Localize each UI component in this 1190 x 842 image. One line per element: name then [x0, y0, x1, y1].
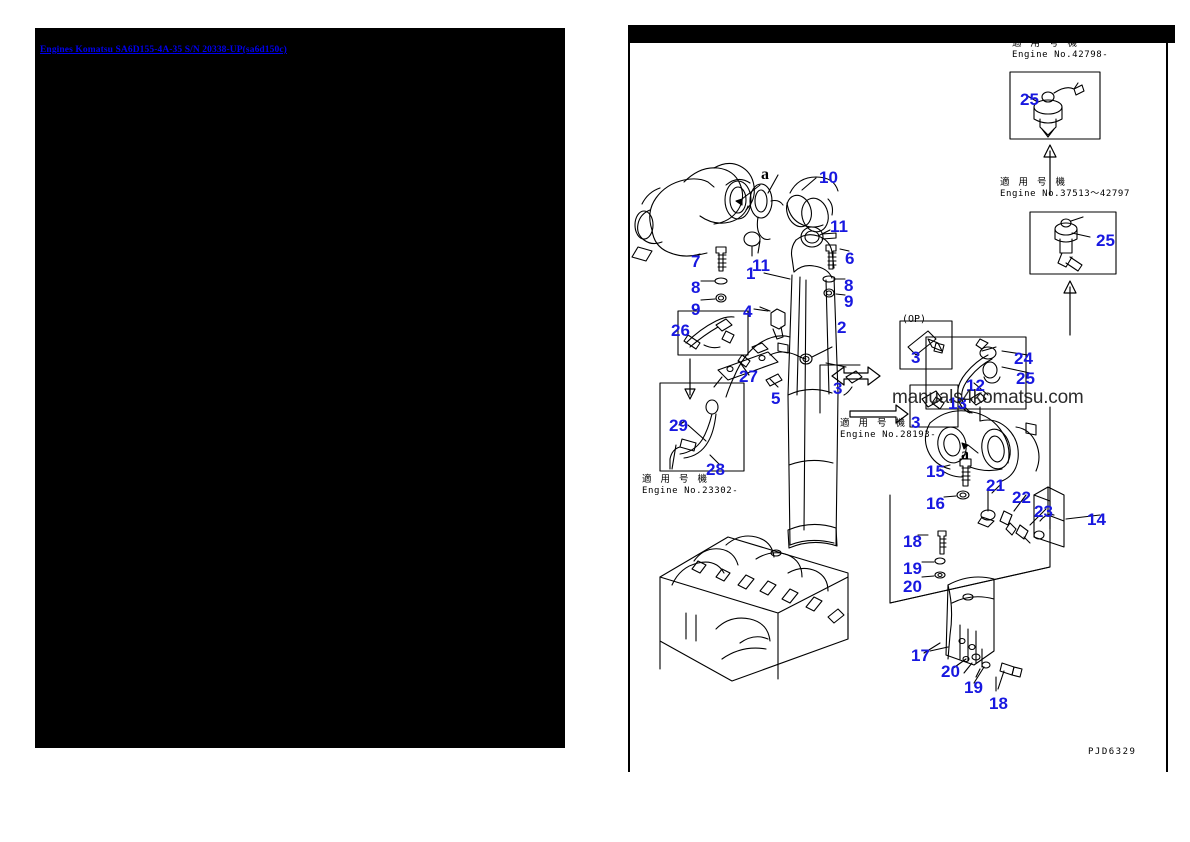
callout-1: 1: [746, 264, 756, 283]
callout-15: 15: [926, 462, 945, 481]
diagram-right-rule: [1166, 25, 1168, 772]
callout-6: 6: [845, 249, 855, 268]
callout-3: 3: [911, 348, 921, 367]
site-watermark: manuals4komatsu.com: [892, 387, 1084, 408]
callout-19: 19: [964, 678, 983, 697]
callout-23: 23: [1034, 502, 1053, 521]
callout-5: 5: [771, 389, 781, 408]
callout-25: 25: [1020, 90, 1039, 109]
inset-engine-42798-en-label: Engine No.42798-: [1012, 49, 1109, 60]
callout-8: 8: [844, 276, 854, 295]
callout-4: 4: [743, 302, 753, 321]
callout-20: 20: [941, 662, 960, 681]
callout-26: 26: [671, 321, 690, 340]
inset-engine-23302-jp-label: 適 用 号 機: [642, 474, 711, 485]
callout-13: 13: [948, 394, 967, 413]
callout-22: 22: [1012, 488, 1031, 507]
callout-12: 12: [966, 376, 985, 395]
callout-3: 3: [911, 413, 921, 432]
callout-18: 18: [989, 694, 1008, 713]
diagram-artwork: [631, 71, 1117, 692]
callout-11: 11: [752, 256, 770, 275]
page-thumbnail: Engines Komatsu SA6D155-4A-35 S/N 20338-…: [35, 28, 565, 748]
callout-10: 10: [819, 168, 838, 187]
callout-24: 24: [1014, 349, 1033, 368]
callout-3: 3: [833, 379, 843, 398]
callout-a: a: [761, 166, 769, 183]
inset-engine-28193-jp-label: 適 用 号 機: [840, 418, 909, 429]
document-title-link[interactable]: Engines Komatsu SA6D155-4A-35 S/N 20338-…: [40, 45, 287, 55]
callout-14: 14: [1087, 510, 1106, 529]
callout-9: 9: [691, 300, 701, 319]
callout-9: 9: [844, 292, 854, 311]
callout-25: 25: [1016, 369, 1035, 388]
callout-28: 28: [706, 460, 725, 479]
callout-7: 7: [691, 252, 701, 271]
inset-engine-28193-en-label: Engine No.28193-: [840, 429, 937, 440]
callout-11: 11: [830, 217, 848, 236]
inset-engine-42798-jp-label: 適 用 号 機: [1012, 38, 1081, 49]
callout-27: 27: [739, 367, 758, 386]
callout-2: 2: [837, 318, 847, 337]
callout-20: 20: [903, 577, 922, 596]
callout-29: 29: [669, 416, 688, 435]
inset-engine-23302-en-label: Engine No.23302-: [642, 485, 739, 496]
diagram-header-bar: [630, 25, 1175, 43]
inset-engine-37513-42797-jp-label: 適 用 号 機: [1000, 177, 1069, 188]
option-label: (OP): [902, 314, 927, 325]
inset-engine-37513-42797-en-label: Engine No.37513～42797: [1000, 188, 1130, 199]
callout-8: 8: [691, 278, 701, 297]
page-code-label: PJD6329: [1088, 747, 1137, 757]
callout-19: 19: [903, 559, 922, 578]
callout-16: 16: [926, 494, 945, 513]
callout-17: 17: [911, 646, 930, 665]
callout-25: 25: [1096, 231, 1115, 250]
callout-18: 18: [903, 532, 922, 551]
callout-a: a: [961, 446, 969, 463]
callout-21: 21: [986, 476, 1005, 495]
